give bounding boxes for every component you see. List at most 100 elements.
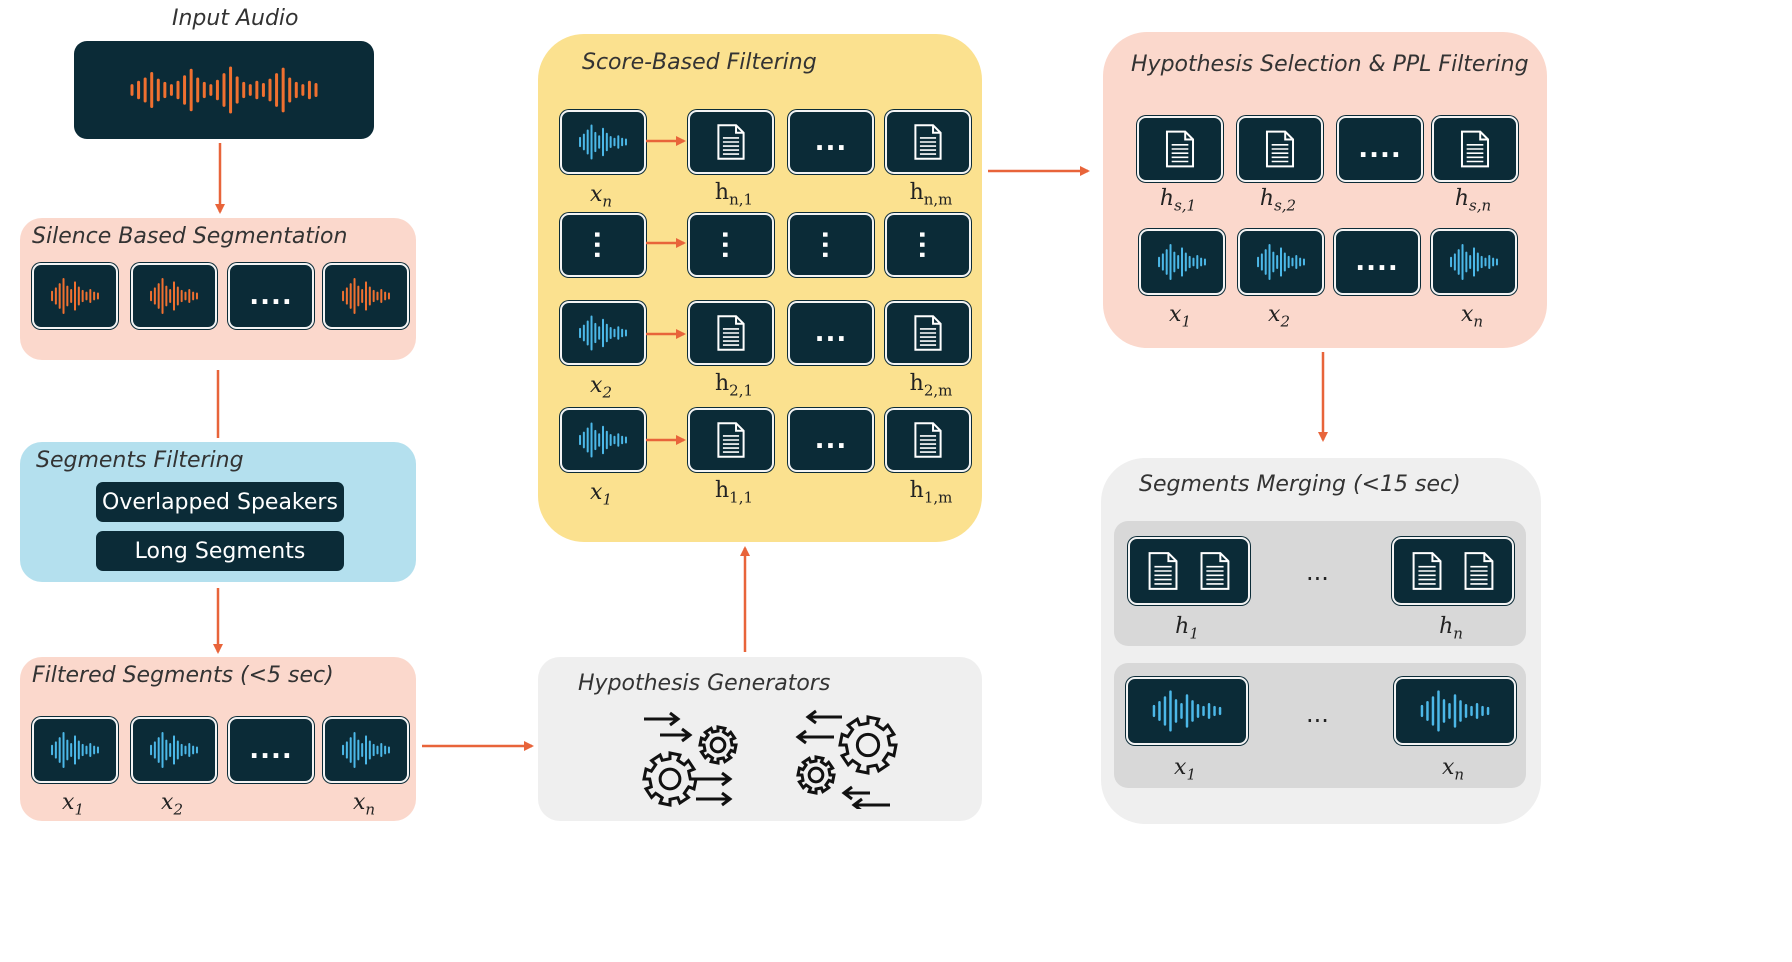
ellipsis: ... [914, 229, 942, 261]
merging-ellipsis: ... [1306, 558, 1329, 586]
label-base: h [714, 478, 730, 503]
document-icon [717, 315, 745, 351]
label-subscript: 1 [74, 800, 84, 819]
score-hypothesis-tile [885, 408, 971, 472]
score-vertical-more: ... [788, 213, 874, 277]
selection-label-h: hs,1 [1137, 186, 1219, 214]
score-more-tile: ... [788, 408, 874, 472]
ellipsis: ... [814, 318, 848, 348]
score-label-h-last: h2,m [885, 371, 977, 399]
segments-filtering-panel: Segments Filtering Overlapped Speakers L… [20, 442, 416, 582]
label-subscript: 1 [1181, 312, 1191, 331]
merged-label-h: h1 [1128, 614, 1246, 642]
score-audio-tile [560, 301, 646, 365]
label-base: x [590, 373, 603, 398]
selection-label-x: x2 [1238, 302, 1320, 330]
input-audio-tile [75, 42, 373, 138]
ellipsis: .... [1358, 134, 1402, 164]
ellipsis: ... [589, 229, 617, 261]
waveform-icon [51, 731, 99, 769]
panel-title: Score-Based Filtering [582, 50, 817, 75]
gears-forward-icon [642, 711, 738, 807]
merging-ellipsis: ... [1306, 700, 1329, 728]
merged-hypothesis-tile [1128, 537, 1250, 605]
label-base: h [1454, 186, 1470, 211]
score-hypothesis-tile [688, 301, 774, 365]
label-subscript: n [1453, 624, 1463, 643]
filtered-segment-tile [131, 717, 217, 783]
label-subscript: s,n [1469, 196, 1492, 215]
selection-audio-tile [1238, 229, 1324, 295]
document-icon [717, 124, 745, 160]
label-base: x [1268, 302, 1281, 327]
score-label-h-first: hn,1 [688, 180, 780, 208]
label-subscript: n [1454, 765, 1465, 784]
ellipsis: ... [717, 229, 745, 261]
panel-title: Segments Merging (<15 sec) [1139, 472, 1461, 497]
selection-label-x: x1 [1139, 302, 1221, 330]
hypothesis-selection-panel: Hypothesis Selection & PPL Filtering [1103, 32, 1547, 348]
label-subscript: s,1 [1174, 196, 1197, 215]
label-subscript: 1,m [923, 488, 953, 507]
score-label-h-last: h1,m [885, 478, 977, 506]
selection-hypothesis-tile [1432, 116, 1518, 182]
waveform-icon [1450, 243, 1498, 281]
waveform-icon [579, 422, 627, 458]
label-subscript: s,2 [1274, 196, 1297, 215]
waveform-icon [51, 277, 99, 315]
label-base: h [909, 180, 924, 205]
document-icon [1265, 130, 1295, 168]
merged-label-x: x1 [1126, 755, 1244, 783]
filtered-segment-more: .... [228, 717, 314, 783]
score-label-h-first: h1,1 [688, 478, 780, 506]
score-hypothesis-tile [688, 408, 774, 472]
score-vertical-more: ... [560, 213, 646, 277]
waveform-icon [1158, 243, 1206, 281]
label-subscript: 1 [1186, 765, 1196, 784]
ellipsis: .... [1355, 247, 1399, 277]
waveform-icon [1257, 243, 1305, 281]
selection-hypothesis-tile [1237, 116, 1323, 182]
selection-more-tile: .... [1334, 229, 1420, 295]
merged-hypothesis-tile [1392, 537, 1514, 605]
waveform-icon [130, 66, 318, 114]
merged-label-h: hn [1392, 614, 1510, 642]
label-subscript: n [1473, 312, 1484, 331]
label-base: x [1441, 755, 1455, 780]
label-base: h [714, 180, 730, 205]
label-base: h [909, 371, 924, 396]
selection-hypothesis-tile [1137, 116, 1223, 182]
label-subscript: n,m [923, 190, 953, 209]
label-subscript: 1,1 [729, 488, 754, 507]
score-audio-tile [560, 110, 646, 174]
segment-tile-more: .... [228, 263, 314, 329]
document-icon [717, 422, 745, 458]
panel-title: Silence Based Segmentation [32, 224, 348, 249]
label-subscript: 2 [173, 800, 183, 819]
document-icon [1460, 130, 1490, 168]
label-base: h [714, 371, 730, 396]
score-label-x: xn [560, 182, 642, 210]
label-base: x [1169, 302, 1182, 327]
score-more-tile: ... [788, 301, 874, 365]
waveform-icon [342, 277, 390, 315]
merged-label-x: xn [1394, 755, 1512, 783]
label-subscript: 2,m [923, 381, 953, 400]
waveform-icon [579, 315, 627, 351]
hypothesis-generators-panel: Hypothesis Generators [538, 657, 982, 821]
documents-icon [1148, 552, 1230, 590]
selection-audio-tile [1431, 229, 1517, 295]
label-base: x [352, 790, 366, 815]
waveform-icon [579, 124, 627, 160]
label-subscript: 2,1 [729, 381, 754, 400]
score-more-tile: ... [788, 110, 874, 174]
input-audio-title: Input Audio [172, 6, 299, 31]
label-base: h [1259, 186, 1275, 211]
score-label-x: x2 [560, 373, 642, 401]
score-vertical-more: ... [885, 213, 971, 277]
document-icon [914, 124, 942, 160]
label-subscript: n [365, 800, 376, 819]
selection-label-h: hs,2 [1237, 186, 1319, 214]
label-base: h [1439, 614, 1454, 639]
label-base: x [1174, 755, 1187, 780]
